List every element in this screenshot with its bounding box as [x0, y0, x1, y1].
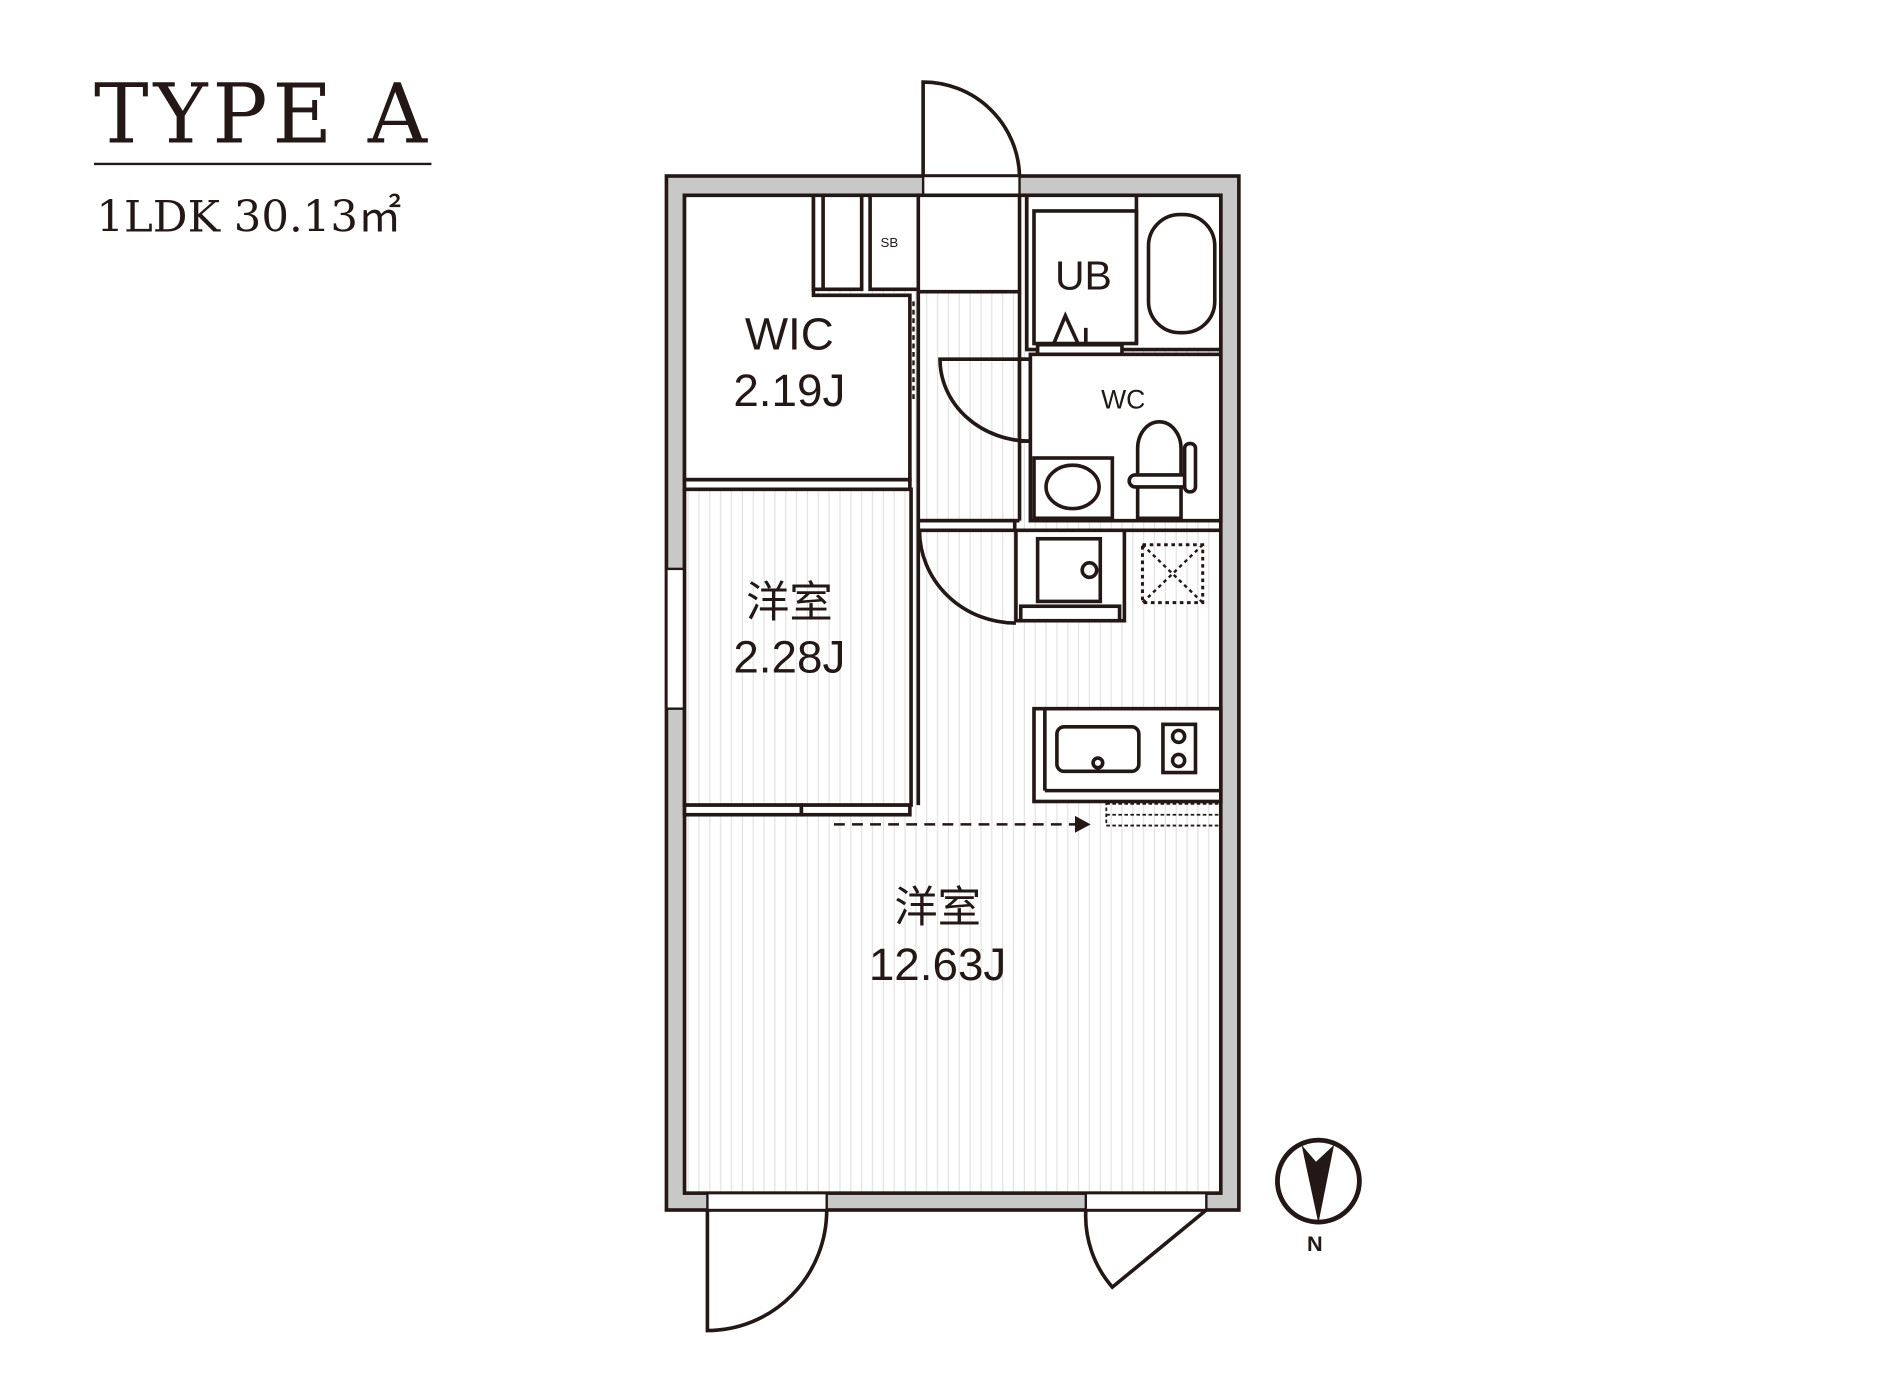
stove-icon [1161, 722, 1198, 775]
wic-label: WIC [745, 309, 834, 360]
kitchen-sink [1055, 724, 1141, 774]
kitchen-counter [1032, 706, 1223, 804]
room-bath: UB [1024, 193, 1223, 367]
entrance-door [921, 80, 1022, 197]
room-toilet: WC [1028, 352, 1223, 523]
sb-label: SB [881, 235, 899, 250]
balcony-door-left [705, 1191, 829, 1333]
hall-door [917, 530, 1016, 625]
toilet-icon [1127, 420, 1198, 521]
western-large-size: 12.63J [869, 939, 1006, 990]
balcony-door-right [1083, 1191, 1208, 1290]
western-small-size: 2.28J [733, 632, 845, 683]
wic-size: 2.19J [733, 365, 845, 416]
ub-label: UB [1055, 252, 1112, 298]
compass-icon: N [1275, 1137, 1362, 1256]
plan-subtitle: 1LDK 30.13㎡ [96, 192, 401, 242]
washer-area [1014, 528, 1127, 623]
shoe-box: SB [811, 193, 921, 292]
wc-label: WC [1101, 385, 1145, 415]
sliding-arrow [833, 815, 1091, 833]
window-left [665, 567, 686, 710]
compass-north-label: N [1307, 1231, 1323, 1256]
refrigerator-space [1140, 543, 1205, 605]
western-large-label: 洋室 [894, 884, 981, 932]
western-small-label: 洋室 [746, 579, 833, 627]
plan-title: TYPE A [94, 67, 432, 162]
room-western-small: 洋室 2.28J [682, 291, 921, 817]
